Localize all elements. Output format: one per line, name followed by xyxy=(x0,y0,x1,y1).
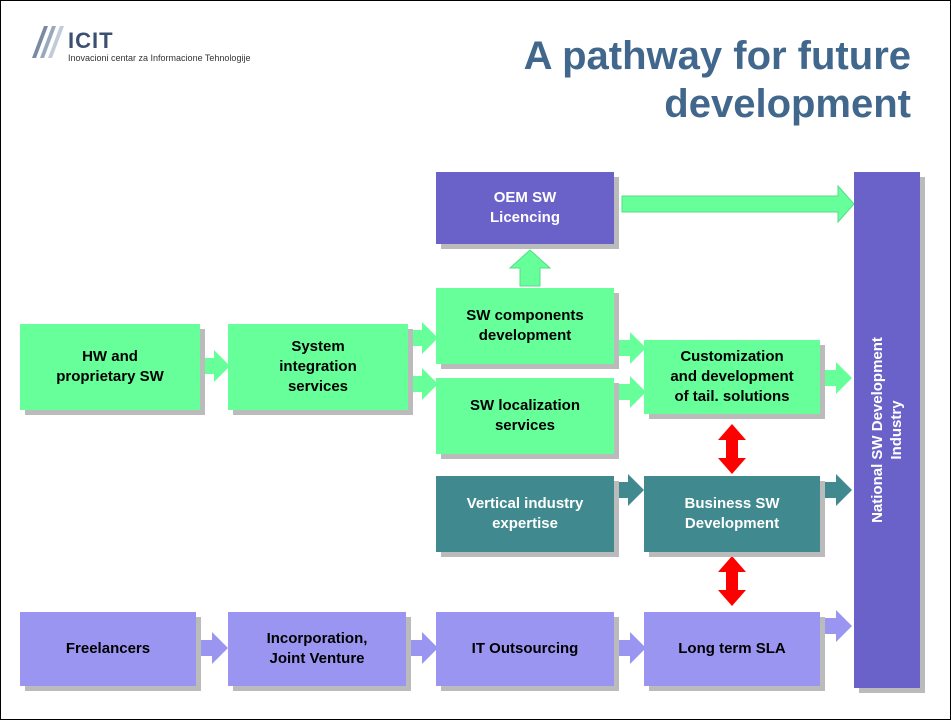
arrow-swcomp-to-oem xyxy=(508,249,552,287)
arrow-sla-to-national xyxy=(822,610,852,642)
arrow-swloc-to-custom xyxy=(618,376,646,408)
arrow-business-to-national xyxy=(822,474,852,506)
arrow-sysint-to-swloc xyxy=(410,368,438,400)
box-freelancers: Freelancers xyxy=(20,612,196,686)
arrow-hw-to-sysint xyxy=(202,350,230,382)
arrow-oem-to-national xyxy=(621,184,855,224)
box-national-sw-industry: National SW Development Industry xyxy=(854,172,920,688)
logo-name: ICIT xyxy=(68,28,114,53)
arrow-swcomp-to-custom xyxy=(618,332,646,364)
box-it-outsourcing: IT Outsourcing xyxy=(436,612,614,686)
title-line-2: development xyxy=(664,82,911,126)
logo-subtitle: Inovacioni centar za Informacione Tehnol… xyxy=(68,53,251,63)
box-long-term-sla: Long term SLA xyxy=(644,612,820,686)
logo-stripes-icon xyxy=(32,26,64,58)
arrow-incorporation-to-outsourcing xyxy=(408,632,438,664)
title-line-1: A pathway for future xyxy=(523,34,911,78)
double-arrow-custom-business xyxy=(718,424,746,474)
box-incorporation: Incorporation,Joint Venture xyxy=(228,612,406,686)
arrow-sysint-to-swcomp xyxy=(410,322,438,354)
slide-title: A pathway for future development xyxy=(524,32,911,128)
double-arrow-business-sla xyxy=(718,556,746,606)
arrow-custom-to-national xyxy=(820,362,852,394)
arrow-vertical-to-business xyxy=(616,474,644,506)
arrow-freelancers-to-incorporation xyxy=(198,632,228,664)
arrow-outsourcing-to-sla xyxy=(616,632,646,664)
